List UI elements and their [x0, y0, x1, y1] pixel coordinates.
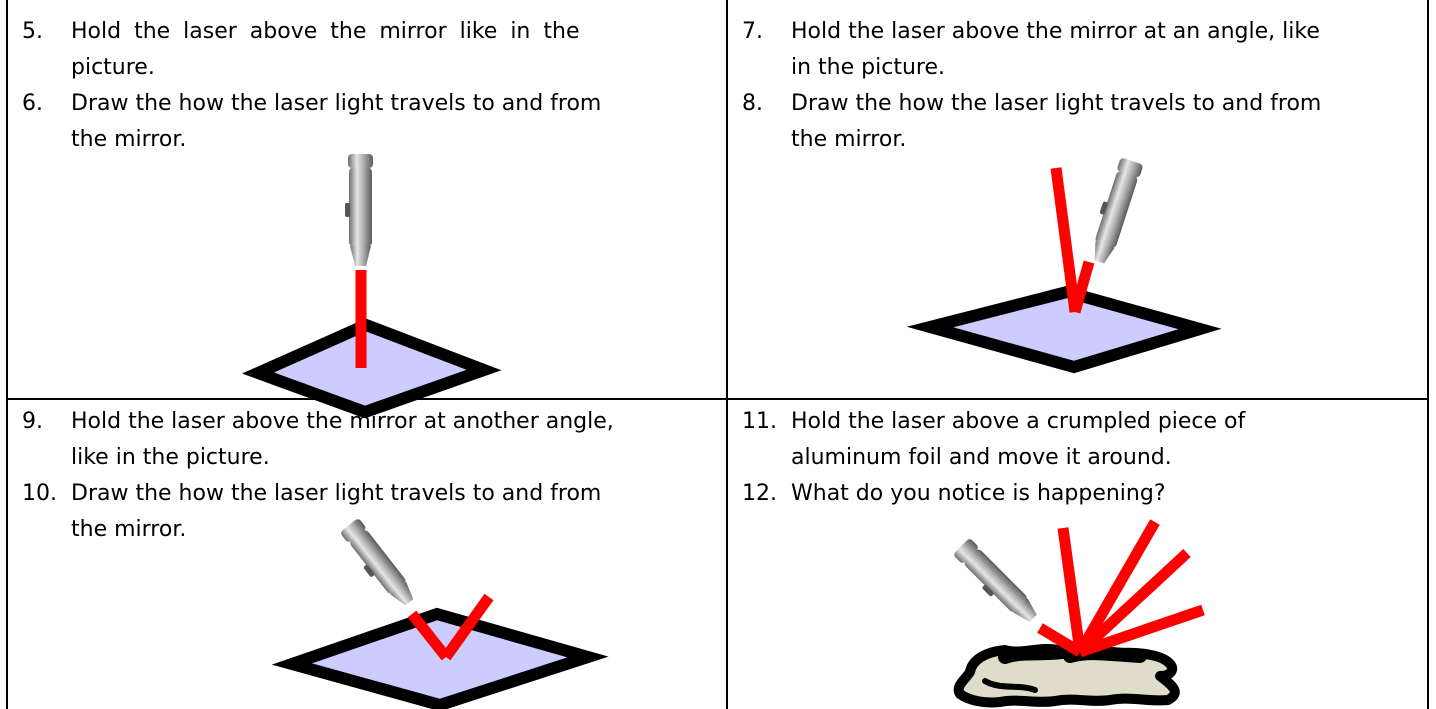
laser-pointer-icon [1085, 156, 1143, 265]
laser-beam-reflected [1063, 528, 1080, 652]
mirror-icon [292, 614, 588, 705]
laser-pointer-icon [337, 518, 419, 612]
scattered-beams [1040, 522, 1203, 652]
crumpled-foil-icon [959, 649, 1175, 703]
laser-pointer-icon [345, 154, 373, 266]
mirror-icon [258, 325, 484, 412]
mirror-icon [930, 292, 1200, 367]
laser-pointer-icon [951, 538, 1042, 629]
